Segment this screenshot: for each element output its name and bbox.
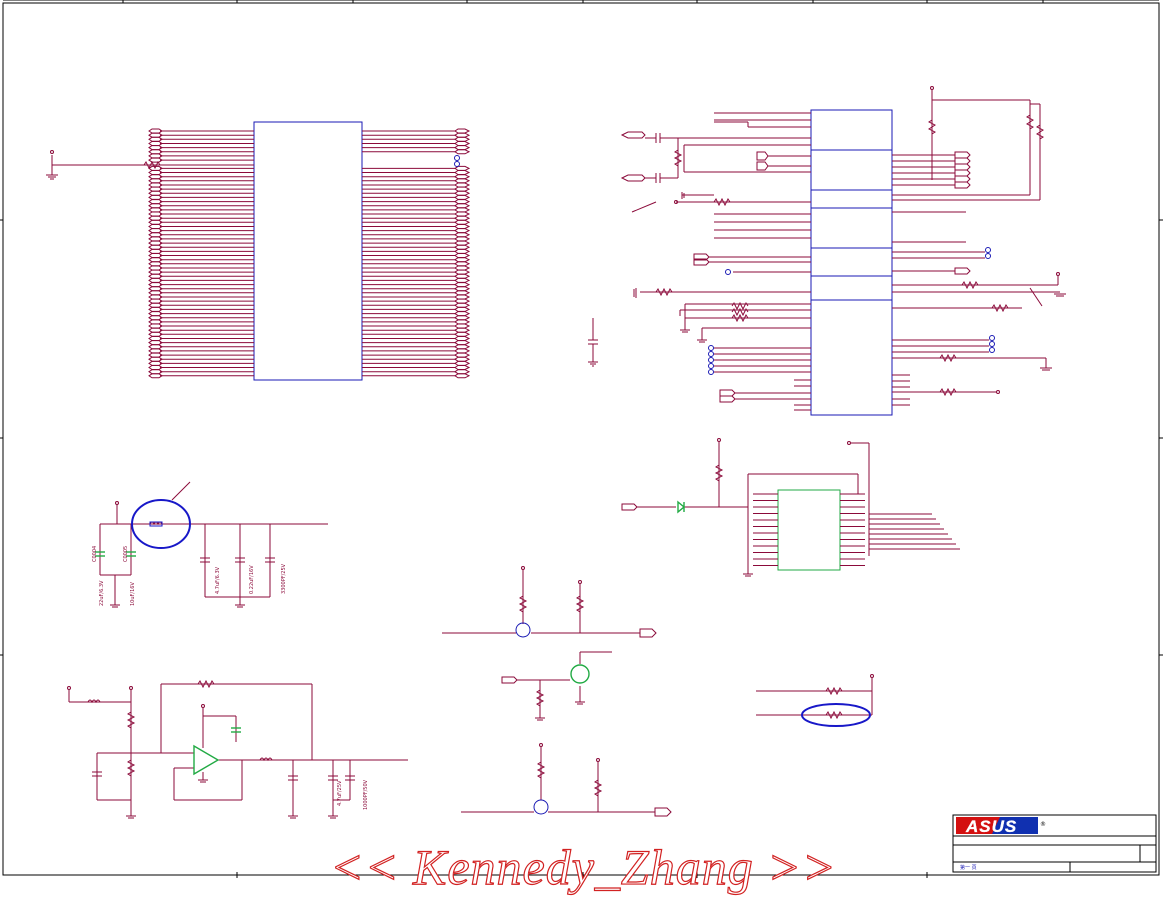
ic-main-right bbox=[588, 86, 1066, 416]
watermark: << Kennedy_Zhang >> bbox=[329, 838, 837, 895]
ic-main-left-pins bbox=[714, 112, 811, 121]
cap-value-3300pf: 3300PF/25V bbox=[281, 563, 287, 594]
connector-ic-body bbox=[253, 121, 363, 381]
opamp-section bbox=[67, 679, 408, 819]
power-filter-caps-green bbox=[95, 551, 136, 557]
cap-value-22uf: 22uF/6.3V bbox=[99, 580, 105, 606]
title-block bbox=[952, 814, 1157, 873]
svg-text:®: ® bbox=[1040, 821, 1046, 828]
small-ic-body bbox=[777, 489, 841, 571]
power-filter-section bbox=[99, 481, 328, 608]
transistor-section-2 bbox=[461, 743, 672, 817]
resistor-pair-section bbox=[756, 674, 874, 720]
input-net-left bbox=[50, 150, 254, 175]
cap-value-10uf: 10uF/16V bbox=[130, 582, 136, 606]
asus-logo: ASUS ® bbox=[956, 817, 1046, 836]
cap-ref-c0005: C0005 bbox=[123, 546, 129, 562]
cap-value-0u22f: 0.22uF/16V bbox=[249, 565, 255, 594]
highlight-ellipse-resistor bbox=[801, 703, 871, 727]
connector-left-pins bbox=[148, 128, 254, 379]
cap-ref-c0004: C0004 bbox=[92, 546, 98, 562]
diode bbox=[677, 500, 686, 514]
mosfet-symbol bbox=[570, 664, 590, 684]
small-ic-pins bbox=[753, 493, 960, 566]
ground-symbol bbox=[46, 174, 58, 180]
small-ic-section bbox=[621, 438, 870, 577]
highlight-ellipse-ferrite bbox=[131, 499, 191, 549]
svg-text:ASUS: ASUS bbox=[965, 817, 1017, 836]
sheet-frame bbox=[0, 0, 1163, 878]
ic-main-right-pins bbox=[892, 154, 955, 186]
cap-value-1000pf: 1000PF/50V bbox=[363, 779, 369, 810]
sheet-label: 第一 頁 bbox=[960, 864, 977, 871]
transistor-section-1 bbox=[442, 566, 657, 638]
ic-main-body bbox=[810, 109, 893, 416]
opamp-triangle bbox=[193, 744, 220, 776]
connector-right-pins bbox=[362, 128, 471, 379]
ic-input-network bbox=[588, 121, 811, 411]
cap-value-4u7f-25v: 4.7uF/25V bbox=[337, 780, 343, 806]
cap-value-4u7f: 4.7uF/6.3V bbox=[215, 566, 221, 594]
connector-block-left bbox=[46, 121, 471, 381]
ic-output-network bbox=[892, 86, 1066, 406]
mosfet-section bbox=[501, 651, 612, 721]
